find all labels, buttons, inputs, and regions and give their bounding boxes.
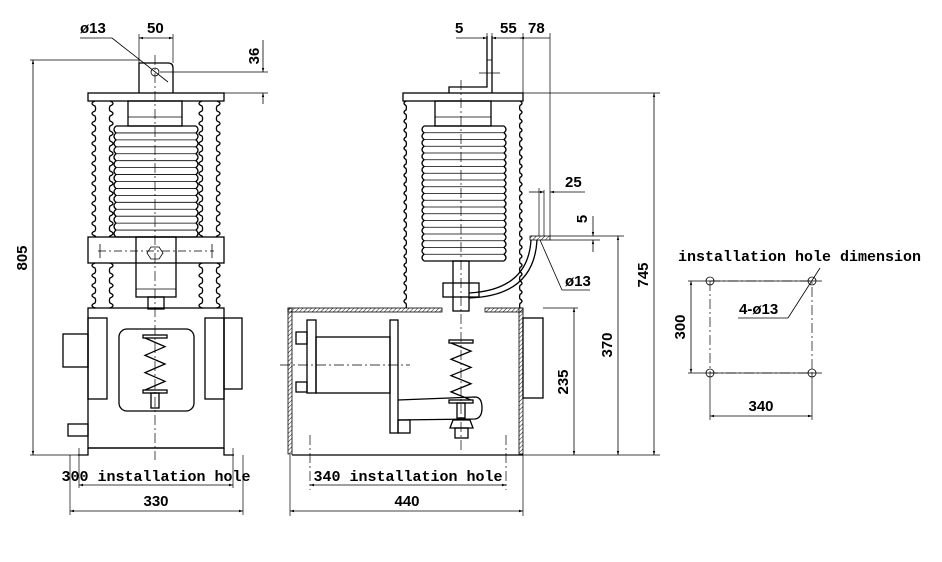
hole-pattern-view: installation hole dimension 4-ø13 300 34…: [672, 249, 921, 420]
front-terminal-width: 50: [147, 20, 164, 37]
spring-seat: [142, 334, 168, 339]
hole-horizontal-spacing: 340: [748, 398, 773, 415]
bellows-edge: [421, 125, 426, 262]
front-bellows: [113, 125, 199, 238]
side-terminal-thickness: 5: [574, 215, 591, 223]
side-bellows: [421, 125, 507, 262]
hole-vertical-spacing: 300: [672, 314, 689, 339]
front-right-insulator: [198, 100, 221, 238]
front-top-cap: [87, 92, 225, 102]
front-base-width: 330: [143, 493, 168, 510]
hex-nut-icon: [146, 246, 164, 260]
mounting-hole: [705, 368, 715, 378]
side-right-lug: [522, 317, 544, 399]
front-overall-height: 805: [14, 245, 31, 270]
front-terminal-offset: 36: [246, 48, 263, 65]
front-left-insulator: [91, 100, 114, 238]
side-terminal-height: 370: [599, 332, 616, 357]
side-dim-78: 78: [528, 20, 545, 37]
mounting-hole: [807, 368, 817, 378]
hole-pattern-title: installation hole dimension: [678, 249, 921, 266]
side-terminal-hole-label: ø13: [565, 273, 591, 290]
side-mounting-hole-label: 340 installation hole: [313, 469, 502, 486]
hole-callout: 4-ø13: [739, 301, 778, 318]
side-overall-height: 745: [635, 262, 652, 287]
side-insulator-left: [403, 100, 408, 309]
front-right-lug: [223, 317, 243, 390]
hole-pattern-outline: [709, 280, 813, 374]
front-left-lug: [62, 333, 89, 368]
side-top-terminal: [448, 36, 488, 93]
bellows-edge: [195, 125, 199, 238]
front-view: [62, 55, 243, 460]
side-bottom-nut: [454, 427, 469, 439]
front-top-terminal: [138, 62, 174, 93]
side-insulator-right: [518, 100, 523, 309]
side-view: [280, 36, 551, 456]
mounting-hole: [807, 276, 817, 286]
bellows-edge: [113, 125, 117, 238]
front-view-dimensions: ø13 50 36 805 300 installation hole 330: [14, 20, 268, 515]
front-spring-window: [118, 328, 195, 412]
front-mounting-hole-label: 300 installation hole: [61, 469, 250, 486]
side-terminal-plate: [529, 235, 551, 241]
side-box-height: 235: [555, 369, 572, 394]
spring-coil: [143, 337, 167, 391]
coil-flange-left: [306, 319, 317, 394]
front-center-block: [135, 236, 177, 298]
flexible-conductor: [468, 239, 532, 294]
side-top-cap: [402, 92, 524, 102]
bellows-edge: [502, 125, 507, 262]
armature-lever: [397, 396, 483, 421]
side-dim-5: 5: [455, 20, 463, 37]
side-dim-55: 55: [500, 20, 517, 37]
side-view-dimensions: 5 55 78 25 5 ø13 745 370 235 340 i: [289, 20, 660, 516]
coil-flange-right: [389, 319, 399, 434]
mounting-hole: [705, 276, 715, 286]
front-hole-label: ø13: [80, 20, 106, 37]
side-terminal-width: 25: [565, 174, 582, 191]
side-base-width: 440: [394, 493, 419, 510]
